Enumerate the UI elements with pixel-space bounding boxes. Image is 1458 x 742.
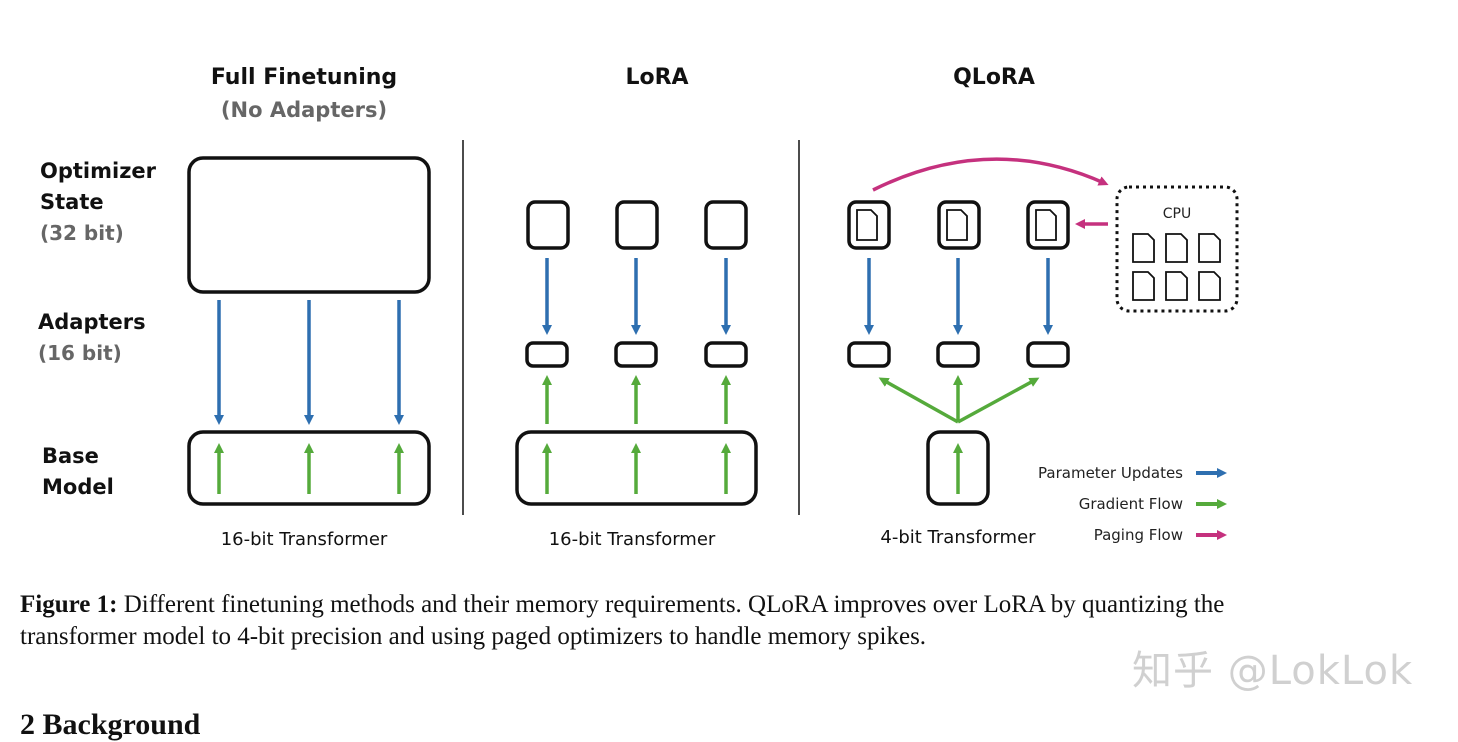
watermark: 知乎 @LokLok	[1132, 648, 1414, 694]
page-icon	[1165, 271, 1188, 301]
optimizer-state-box	[187, 156, 431, 294]
finetuning-methods-diagram: Full Finetuning (No Adapters) LoRA QLoRA…	[38, 65, 1239, 550]
page-icon	[1132, 271, 1155, 301]
optimizer-state-box	[704, 200, 748, 250]
qlora-column: CPU 4-bit Transformer	[847, 157, 1239, 548]
lora-column: 16-bit Transformer	[515, 200, 758, 550]
adapter-box	[525, 341, 569, 368]
page-icon	[1165, 233, 1188, 263]
figure-caption-text: Different finetuning methods and their m…	[20, 591, 1225, 650]
row-label-base-line1: Base	[42, 444, 99, 468]
paging-flow-arrow	[872, 157, 1109, 192]
column-title-full-finetuning: Full Finetuning	[211, 65, 397, 90]
adapter-box	[1026, 341, 1070, 368]
row-label-optimizer-line1: Optimizer	[40, 159, 157, 183]
legend-label-parameter-updates: Parameter Updates	[1038, 464, 1183, 482]
row-label-base-line2: Model	[42, 475, 114, 499]
row-label-adapters: Adapters	[38, 310, 146, 334]
column-title-lora: LoRA	[625, 65, 688, 90]
legend: Parameter Updates Gradient Flow Paging F…	[1038, 464, 1227, 544]
adapter-box	[614, 341, 658, 368]
legend-label-gradient-flow: Gradient Flow	[1079, 495, 1183, 513]
legend-label-paging-flow: Paging Flow	[1094, 526, 1183, 544]
row-label-optimizer-bits: (32 bit)	[40, 221, 124, 245]
adapter-box	[704, 341, 748, 368]
page-icon	[946, 209, 968, 241]
base-model-caption: 16-bit Transformer	[221, 529, 388, 550]
page-icon	[1132, 233, 1155, 263]
column-subtitle-full-finetuning: (No Adapters)	[221, 98, 387, 122]
gradient-flow-arrow	[957, 377, 1040, 424]
row-label-optimizer-line2: State	[40, 190, 104, 214]
full-finetuning-column: 16-bit Transformer	[187, 156, 431, 550]
figure-caption-label: Figure 1:	[20, 591, 118, 618]
column-title-qlora: QLoRA	[953, 65, 1035, 90]
optimizer-state-box	[526, 200, 570, 250]
base-model-caption: 16-bit Transformer	[549, 529, 716, 550]
optimizer-state-box	[615, 200, 659, 250]
base-model-caption: 4-bit Transformer	[880, 527, 1036, 548]
cpu-label: CPU	[1163, 206, 1191, 222]
page-icon	[1198, 233, 1221, 263]
gradient-flow-arrow	[878, 377, 959, 424]
page-icon	[1198, 271, 1221, 301]
figure-caption: Figure 1: Different finetuning methods a…	[20, 589, 1320, 653]
section-heading: 2 Background	[20, 708, 201, 741]
page-icon	[1035, 209, 1057, 241]
adapter-box	[847, 341, 891, 368]
row-label-adapters-bits: (16 bit)	[38, 341, 122, 365]
page-icon	[856, 209, 878, 241]
adapter-box	[936, 341, 980, 368]
